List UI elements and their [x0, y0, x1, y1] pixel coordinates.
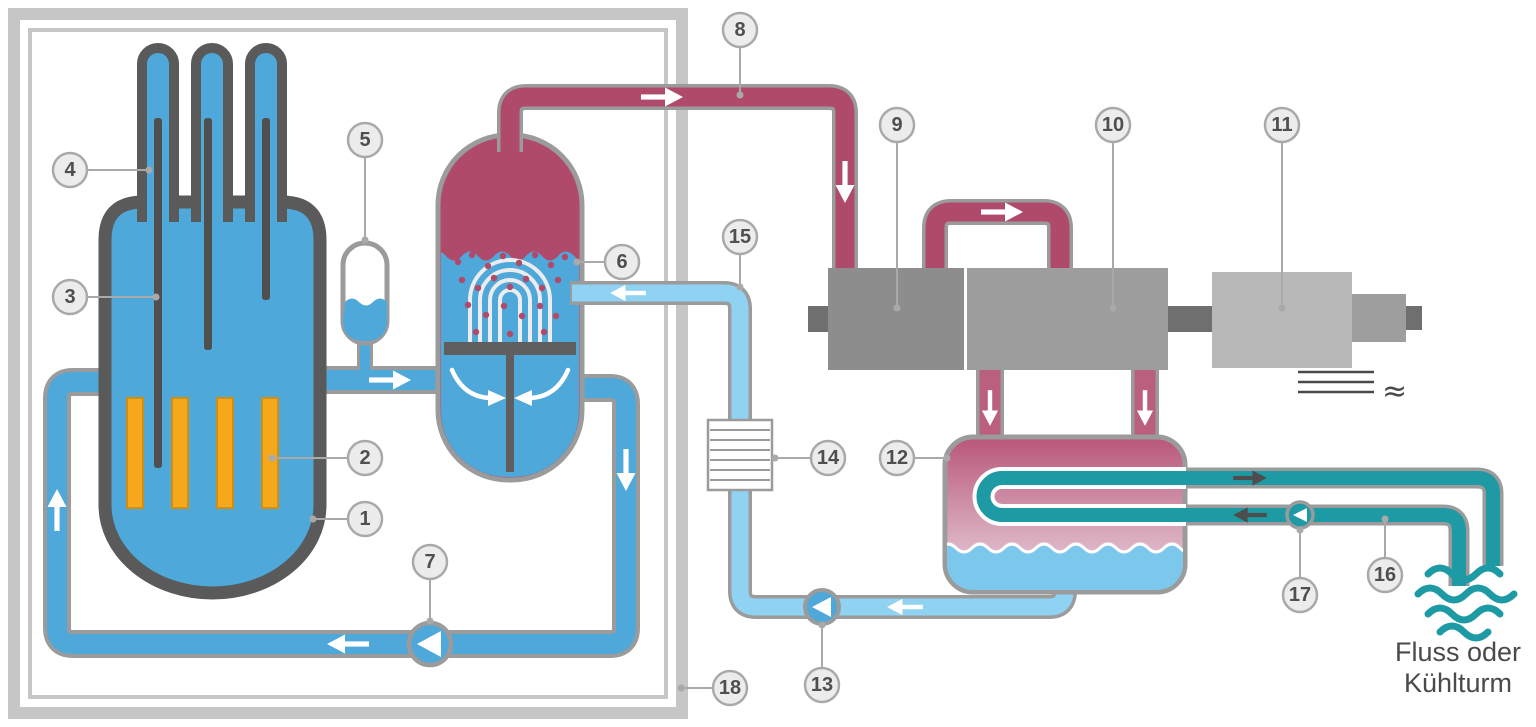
primary-pump	[406, 620, 454, 668]
label-9: 9	[878, 106, 916, 144]
label-6: 6	[603, 243, 641, 281]
sg-bowl-flow-arrows	[449, 367, 571, 406]
svg-text:12: 12	[886, 447, 908, 469]
control-rod-guide-tubes	[137, 43, 287, 222]
cooling-water-intake-pipe	[1182, 504, 1470, 586]
label-7: 7	[411, 543, 449, 581]
leader-lines	[87, 47, 1389, 692]
cooling-water-pump	[1285, 500, 1315, 530]
generator-output-lines: ≈	[1298, 370, 1407, 409]
condenser	[942, 434, 1188, 595]
svg-text:4: 4	[64, 159, 76, 181]
label-1: 1	[346, 500, 384, 538]
label-15: 15	[721, 218, 759, 256]
label-14: 14	[809, 439, 847, 477]
svg-text:11: 11	[1271, 114, 1292, 136]
pressurizer-water	[343, 298, 387, 341]
label-8: 8	[721, 11, 759, 49]
label-16: 16	[1366, 556, 1404, 594]
feedwater-line	[570, 281, 1077, 619]
svg-text:15: 15	[729, 226, 751, 248]
svg-text:3: 3	[64, 286, 75, 308]
condenser-water	[947, 544, 1183, 590]
turbine-shaft-stub	[808, 306, 830, 332]
river-label-line2: Kühlturm	[1404, 668, 1512, 698]
svg-text:14: 14	[817, 447, 840, 469]
svg-text:6: 6	[616, 251, 627, 273]
svg-text:17: 17	[1289, 584, 1311, 606]
label-17: 17	[1281, 576, 1319, 614]
svg-text:5: 5	[359, 129, 370, 151]
exciter	[1352, 294, 1406, 342]
numbered-labels: 1 2 3 4 5 6 7 8 9 10 11 12 13 14 15 16 1…	[51, 11, 1404, 707]
tube-sheet	[444, 342, 576, 472]
label-11: 11	[1263, 106, 1301, 144]
steam-bubbles	[454, 251, 569, 338]
reactor-pressure-vessel	[98, 43, 327, 600]
turbine-generator-set: ≈	[808, 268, 1422, 409]
label-4: 4	[51, 151, 89, 189]
svg-text:7: 7	[424, 551, 435, 573]
svg-text:9: 9	[891, 114, 902, 136]
label-2: 2	[346, 439, 384, 477]
label-12: 12	[878, 439, 916, 477]
primary-pump-rotor-icon	[417, 631, 441, 657]
fuel-rods	[126, 397, 279, 509]
river-label-line1: Fluss oder	[1395, 637, 1521, 667]
label-18: 18	[711, 669, 749, 707]
containment-wall	[8, 8, 688, 719]
cooling-pump-rotor-icon	[1293, 508, 1307, 522]
condenser-cooling-tube	[972, 467, 1188, 526]
condensate-pump	[803, 588, 841, 626]
svg-text:16: 16	[1374, 564, 1396, 586]
condensate-pump-rotor-icon	[812, 597, 831, 617]
lp-turbine	[967, 268, 1168, 370]
control-rods	[154, 118, 270, 468]
pressurizer	[340, 240, 390, 346]
svg-text:18: 18	[719, 677, 741, 699]
river-label: Fluss oder Kühlturm	[1395, 637, 1521, 698]
svg-text:13: 13	[811, 674, 833, 696]
label-10: 10	[1094, 106, 1132, 144]
svg-text:10: 10	[1102, 114, 1124, 136]
svg-text:8: 8	[734, 19, 745, 41]
svg-text:2: 2	[359, 447, 370, 469]
label-13: 13	[803, 666, 841, 704]
turbine-crossover-pipe	[922, 199, 1073, 277]
cooling-water-pipes	[1182, 467, 1504, 586]
feedwater-heater	[706, 418, 774, 492]
approx-symbol: ≈	[1382, 374, 1407, 409]
steam-generator	[435, 132, 585, 483]
exciter-shaft-stub	[1406, 306, 1422, 330]
river-waves-icon	[1414, 564, 1518, 642]
label-5: 5	[346, 121, 384, 159]
svg-text:1: 1	[359, 508, 370, 530]
label-3: 3	[51, 278, 89, 316]
turbine-shaft	[1168, 306, 1212, 332]
